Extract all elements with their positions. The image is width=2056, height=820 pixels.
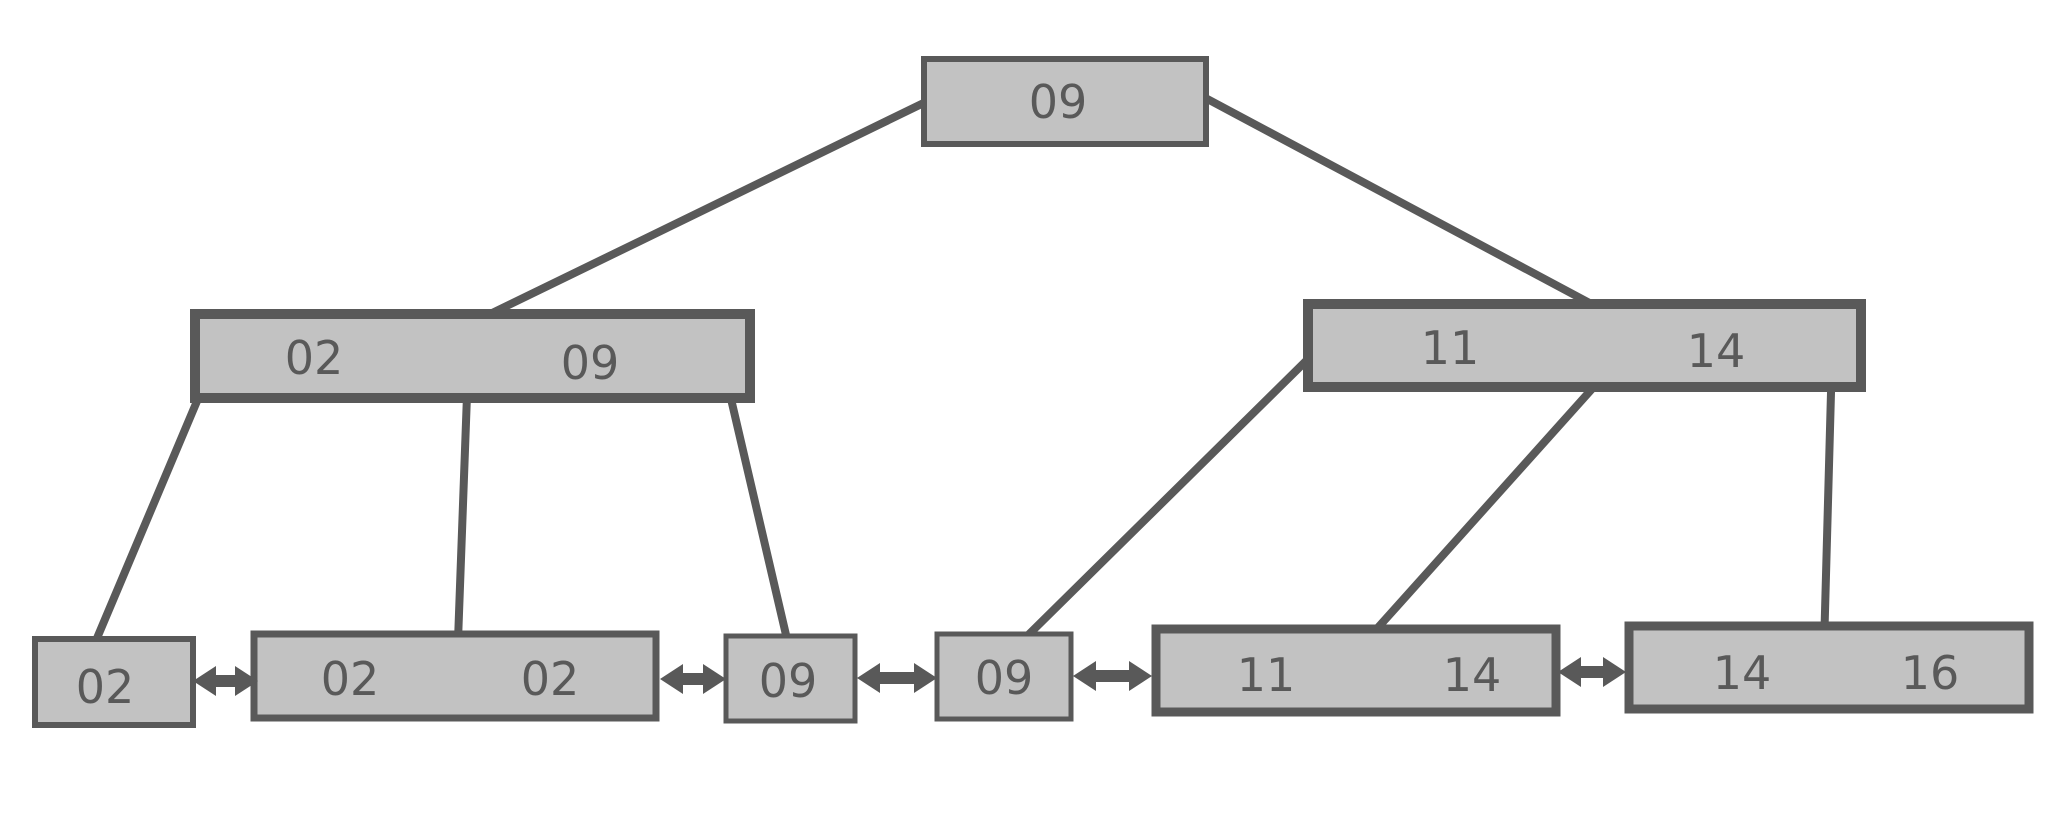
- internal-node-right: 11 14: [1303, 299, 1866, 392]
- leaf-4-key-1: 09: [975, 651, 1034, 705]
- leaf-node-6: 14 16: [1624, 621, 2034, 714]
- edge-root-to-internal-right: [1194, 90, 1616, 319]
- edge-internal-right-to-leaf-6: [1820, 352, 1836, 652]
- leaf-link-3-4: [857, 663, 937, 693]
- internal-right-key-1: 11: [1421, 321, 1480, 375]
- leaf-link-4-5: [1073, 661, 1152, 691]
- edge-internal-right-to-leaf-4: [1009, 355, 1312, 654]
- leaf-link-2-3: [660, 664, 726, 694]
- leaf-link-5-6: [1558, 657, 1626, 687]
- root-key-1: 09: [1029, 75, 1088, 129]
- edge-root-to-internal-left: [439, 92, 942, 341]
- leaf-2-key-1: 02: [321, 652, 380, 706]
- leaf-node-4: 09: [934, 631, 1074, 722]
- leaf-5-key-1: 11: [1237, 648, 1296, 702]
- leaf-6-key-2: 16: [1901, 646, 1960, 700]
- leaf-3-key-1: 09: [759, 654, 818, 708]
- leaf-node-2: 02 02: [250, 630, 660, 722]
- leaf-node-1: 02: [32, 636, 196, 728]
- internal-left-key-1: 02: [285, 331, 344, 385]
- leaf-1-key-1: 02: [76, 660, 135, 714]
- root-node: 09: [921, 56, 1209, 147]
- internal-right-key-2: 14: [1687, 324, 1746, 378]
- internal-left-key-2: 09: [561, 336, 620, 390]
- leaf-5-key-2: 14: [1443, 648, 1502, 702]
- edge-internal-left-to-leaf-2: [453, 391, 471, 672]
- leaf-2-key-2: 02: [521, 652, 580, 706]
- leaf-links: [193, 657, 1626, 696]
- internal-node-left: 02 09: [190, 309, 755, 403]
- leaf-node-3: 09: [723, 633, 858, 724]
- leaf-node-5: 11 14: [1151, 624, 1561, 717]
- leaf-link-1-2: [193, 666, 258, 696]
- edge-internal-right-to-leaf-5: [1361, 376, 1604, 646]
- edge-internal-left-to-leaf-3: [717, 352, 794, 656]
- leaf-6-key-1: 14: [1713, 646, 1772, 700]
